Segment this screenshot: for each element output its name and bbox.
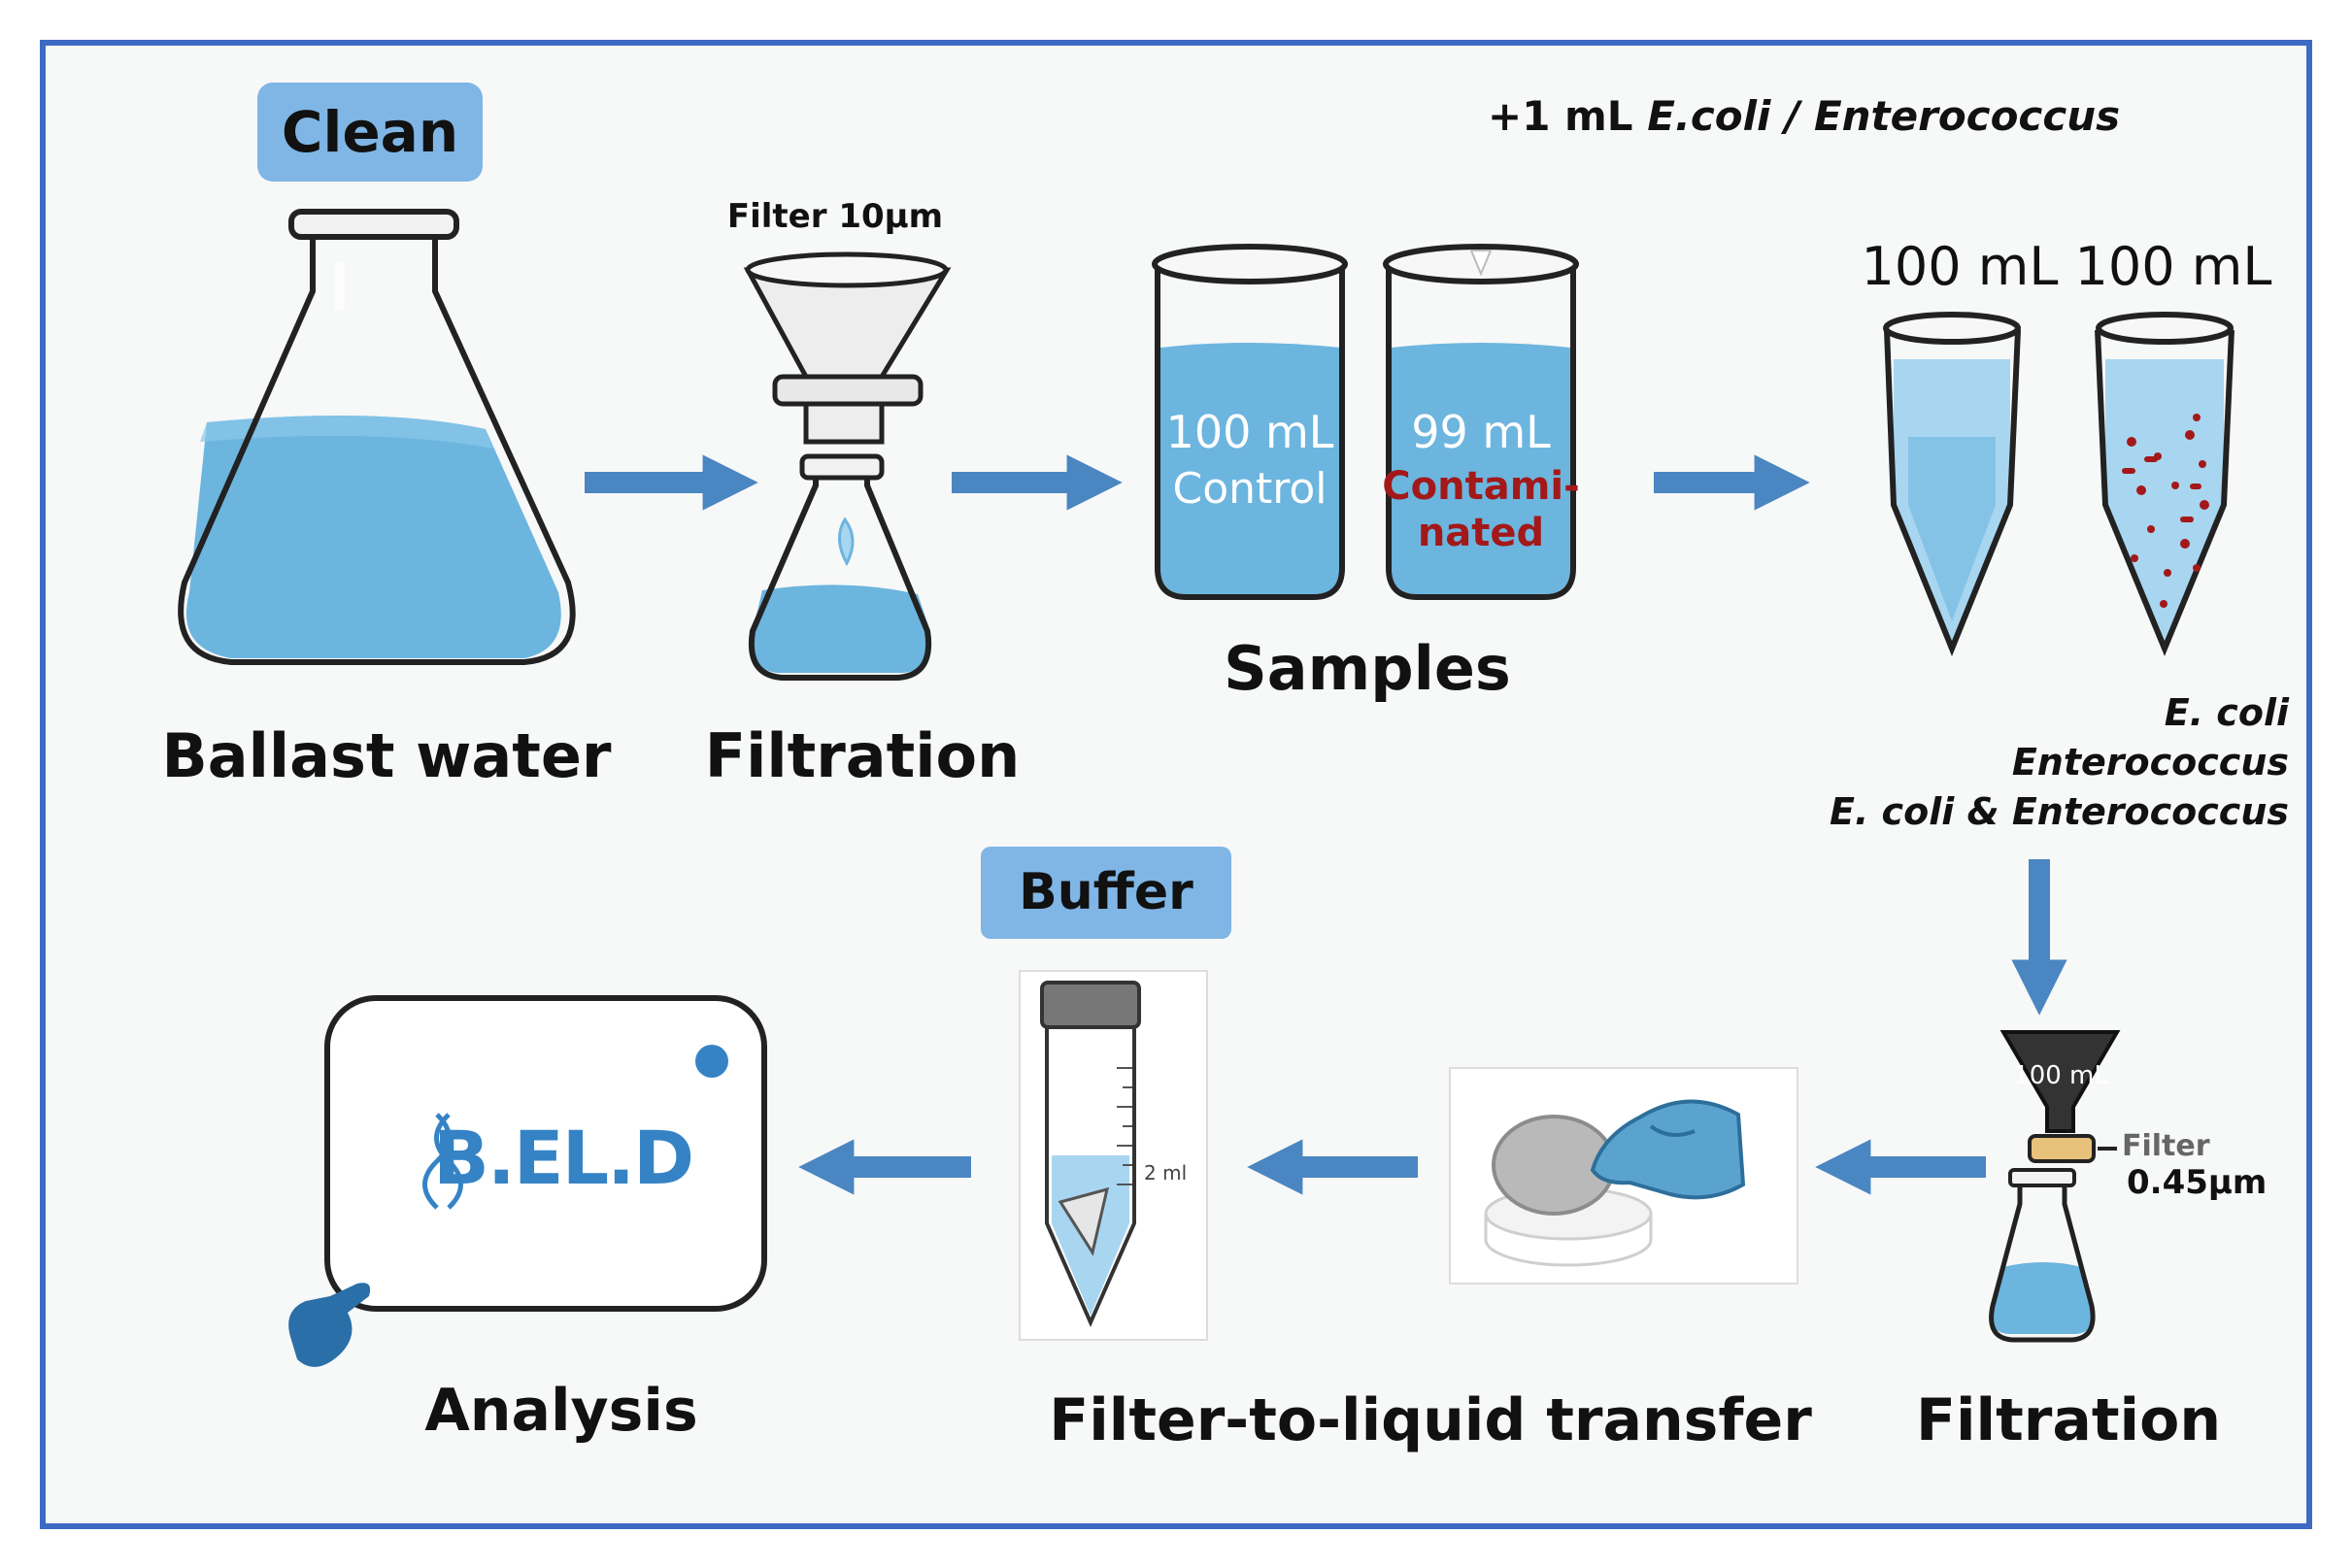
- conical-tube-icon: [2095, 312, 2234, 656]
- beaker-icon: [1383, 244, 1579, 600]
- erlenmeyer-flask-icon: [178, 209, 576, 665]
- device-logo: B.EL.D: [433, 1115, 694, 1201]
- contaminated-text-2: nated: [1417, 511, 1545, 555]
- analysis-label: Analysis: [424, 1377, 698, 1445]
- conical-tube-icon: [1883, 312, 2021, 656]
- funnel-volume: 100 mL: [2013, 1061, 2108, 1090]
- organism-2: Enterococcus: [2011, 741, 2289, 784]
- filter-pore: 0.45µm: [2127, 1163, 2268, 1202]
- filter-membrane-icon: [1484, 1115, 1653, 1267]
- filtration-funnel-icon: [1989, 1030, 2121, 1343]
- top-filtration-label: Filtration: [704, 720, 1021, 791]
- spike-species: E.coli / Enterococcus: [1647, 92, 2121, 140]
- control-volume: 100 mL: [1165, 406, 1334, 458]
- analysis-device-icon: [324, 995, 767, 1312]
- tube-marking: 2 ml: [1144, 1161, 1188, 1184]
- transfer-label: Filter-to-liquid transfer: [1049, 1386, 1812, 1454]
- spike-note: +1 mL E.coli / Enterococcus: [1488, 92, 2121, 140]
- organism-3: E. coli & Enterococcus: [1829, 790, 2289, 833]
- samples-label: Samples: [1224, 633, 1511, 704]
- pointing-hand-icon: [288, 1283, 371, 1367]
- tube-volume-1: 100 mL: [1861, 236, 2059, 297]
- bottom-filtration-label: Filtration: [1915, 1386, 2222, 1454]
- ballast-water-label: Ballast water: [161, 720, 612, 791]
- filter-label: Filter: [2122, 1129, 2210, 1163]
- organism-1: E. coli: [2164, 691, 2289, 734]
- filter-transfer-illustration: [1449, 1067, 1798, 1284]
- buffer-badge: Buffer: [981, 847, 1231, 939]
- gloved-hand-icon: [1590, 1099, 1746, 1200]
- tube-volume-2: 100 mL: [2074, 236, 2272, 297]
- dna-helix-icon: [422, 1113, 463, 1210]
- contaminated-text-1: Contami-: [1382, 464, 1580, 509]
- filtration-funnel-icon: [743, 251, 952, 681]
- contaminated-volume: 99 mL: [1411, 406, 1551, 458]
- clean-badge: Clean: [257, 83, 483, 182]
- control-text: Control: [1172, 464, 1327, 514]
- prefilter-label: Filter 10µm: [726, 197, 944, 236]
- beaker-icon: [1152, 244, 1348, 600]
- falcon-tube-icon: [1019, 970, 1208, 1341]
